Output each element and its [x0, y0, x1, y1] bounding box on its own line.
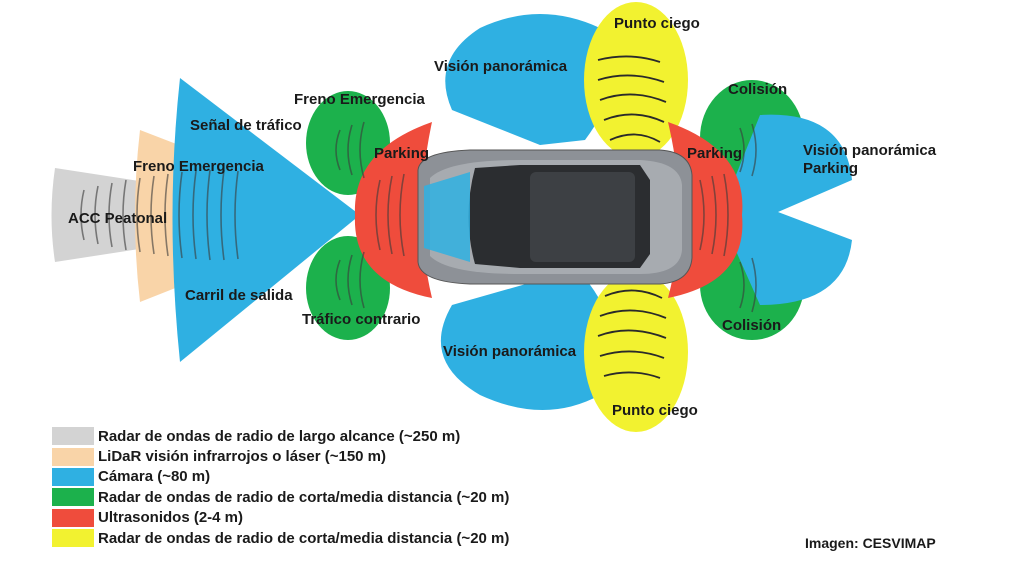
legend-text: Cámara (~80 m): [98, 468, 211, 486]
legend-text: LiDaR visión infrarrojos o láser (~150 m…: [98, 448, 387, 466]
legend-row: Cámara (~80 m): [52, 467, 509, 487]
image-credit: Imagen: CESVIMAP: [805, 535, 936, 551]
legend-swatch-radar-long: [52, 427, 94, 446]
label-freno-emergencia-lidar: Freno Emergencia: [133, 158, 264, 175]
label-acc-peatonal: ACC Peatonal: [68, 210, 168, 227]
legend-swatch-radar-blind: [52, 529, 94, 548]
label-vision-panoramica-bottom: Visión panorámica: [443, 343, 577, 360]
legend-text: Radar de ondas de radio de largo alcance…: [98, 427, 461, 445]
legend-row: Radar de ondas de radio de largo alcance…: [52, 426, 509, 446]
rear-wave-arcs: [699, 123, 757, 313]
label-parking-rear-camera: Parking: [803, 160, 859, 177]
label-punto-ciego-top: Punto ciego: [614, 15, 700, 32]
car-topview: [417, 149, 693, 285]
label-carril-salida: Carril de salida: [185, 287, 293, 304]
front-ultrasonic-zone: [354, 122, 432, 298]
front-camera-zone: [172, 78, 360, 362]
legend-text: Radar de ondas de radio de corta/media d…: [98, 488, 510, 506]
label-vision-panoramica-top: Visión panorámica: [434, 58, 568, 75]
blind-spot-zone-top: [584, 2, 688, 158]
legend-row: LiDaR visión infrarrojos o láser (~150 m…: [52, 446, 509, 466]
label-freno-emergencia-radar: Freno Emergencia: [294, 91, 425, 108]
label-colision-top: Colisión: [728, 81, 788, 98]
rear-camera-zone: [720, 114, 852, 306]
blind-spot-arcs: [597, 55, 667, 379]
legend-swatch-ultrasonic: [52, 508, 94, 527]
legend-swatch-lidar: [52, 447, 94, 466]
label-parking-front: Parking: [374, 145, 430, 162]
side-camera-zone-top: [445, 14, 612, 145]
legend-swatch-camera: [52, 467, 94, 486]
legend-row: Radar de ondas de radio de corta/media d…: [52, 487, 509, 507]
legend-text: Ultrasonidos (2-4 m): [98, 509, 244, 527]
legend-swatch-radar-short: [52, 488, 94, 507]
label-colision-bottom: Colisión: [722, 317, 782, 334]
legend-text: Radar de ondas de radio de corta/media d…: [98, 529, 510, 547]
legend-row: Ultrasonidos (2-4 m): [52, 508, 509, 528]
side-camera-zone-bottom: [440, 280, 614, 410]
label-punto-ciego-bottom: Punto ciego: [612, 402, 698, 419]
legend: Radar de ondas de radio de largo alcance…: [52, 426, 509, 548]
label-vision-panoramica-rear: Visión panorámica: [803, 142, 937, 159]
legend-row: Radar de ondas de radio de corta/media d…: [52, 528, 509, 548]
label-senal-trafico: Señal de tráfico: [190, 117, 302, 134]
front-wave-arcs: [80, 121, 405, 309]
label-parking-rear: Parking: [687, 145, 743, 162]
label-trafico-contrario: Tráfico contrario: [302, 311, 421, 328]
